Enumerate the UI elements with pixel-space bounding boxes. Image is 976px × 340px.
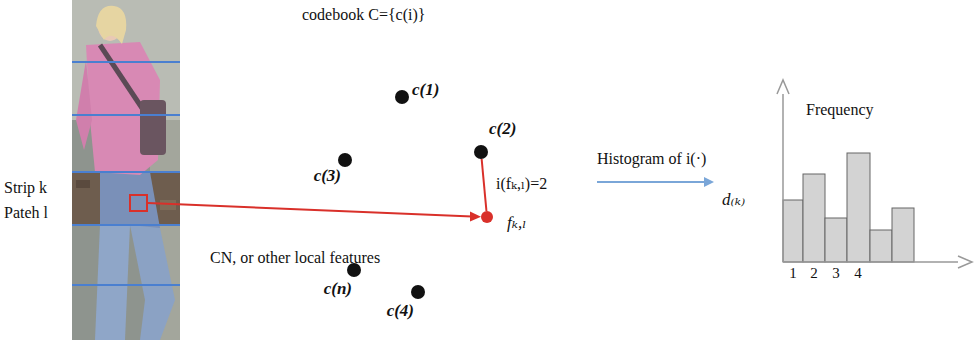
arrow-head (704, 177, 714, 187)
left-leg (95, 225, 130, 340)
codeword-dot: c(3) (338, 153, 352, 167)
histogram (777, 80, 972, 268)
right-leg (130, 225, 175, 340)
axis-head (777, 80, 789, 94)
strip-lines (72, 62, 180, 285)
strip-label: Strip k (4, 179, 47, 197)
feature-dot: fₖ,ₗ (481, 211, 493, 223)
bar (892, 208, 914, 262)
tick-label: 3 (832, 265, 840, 282)
arm (76, 60, 92, 150)
strip-line (72, 61, 180, 63)
point-label: c(2) (489, 119, 516, 139)
bar (847, 153, 870, 262)
feature-arrow (148, 203, 472, 216)
codeword-dot: c(1) (395, 90, 409, 104)
point-label: c(3) (314, 166, 341, 186)
bar (870, 230, 892, 262)
hair (96, 6, 126, 44)
point-label: c(n) (324, 279, 352, 299)
histogram-symbol: d₍ₖ₎ (722, 190, 745, 210)
edge-label: i(fₖ,ₗ)=2 (496, 175, 547, 193)
histogram-note: Histogram of i(·) (597, 150, 706, 168)
tick-label: 2 (810, 265, 818, 282)
pedestrian-photo (72, 0, 180, 340)
point-label: fₖ,ₗ (507, 213, 526, 233)
bar (803, 174, 825, 262)
strip-line (72, 114, 180, 116)
axis-head (958, 256, 972, 268)
strip-line (72, 224, 180, 226)
texture (76, 180, 90, 188)
x-axis (783, 261, 964, 263)
patch-label: Pateh l (4, 204, 48, 222)
feature-note: CN, or other local features (210, 249, 380, 267)
patch-box (130, 195, 147, 211)
connector (482, 159, 487, 211)
codebook-title: codebook C={c(i)} (302, 6, 425, 24)
bar (783, 200, 803, 262)
y-axis (782, 84, 784, 262)
codeword-dot: c(4) (411, 285, 425, 299)
arrow-head (470, 212, 481, 222)
codeword-dot: c(2) (474, 145, 488, 159)
histogram-arrow (597, 181, 706, 183)
tick-label: 4 (854, 265, 862, 282)
strip-line (72, 284, 180, 286)
axis-title: Frequency (806, 101, 874, 119)
jeans-top (100, 172, 160, 228)
point-label: c(4) (387, 301, 414, 321)
point-label: c(1) (412, 80, 439, 100)
bag (140, 100, 166, 155)
tick-label: 1 (789, 265, 797, 282)
bar (825, 218, 847, 262)
photo-ground (72, 0, 180, 340)
strip-line (72, 171, 180, 173)
